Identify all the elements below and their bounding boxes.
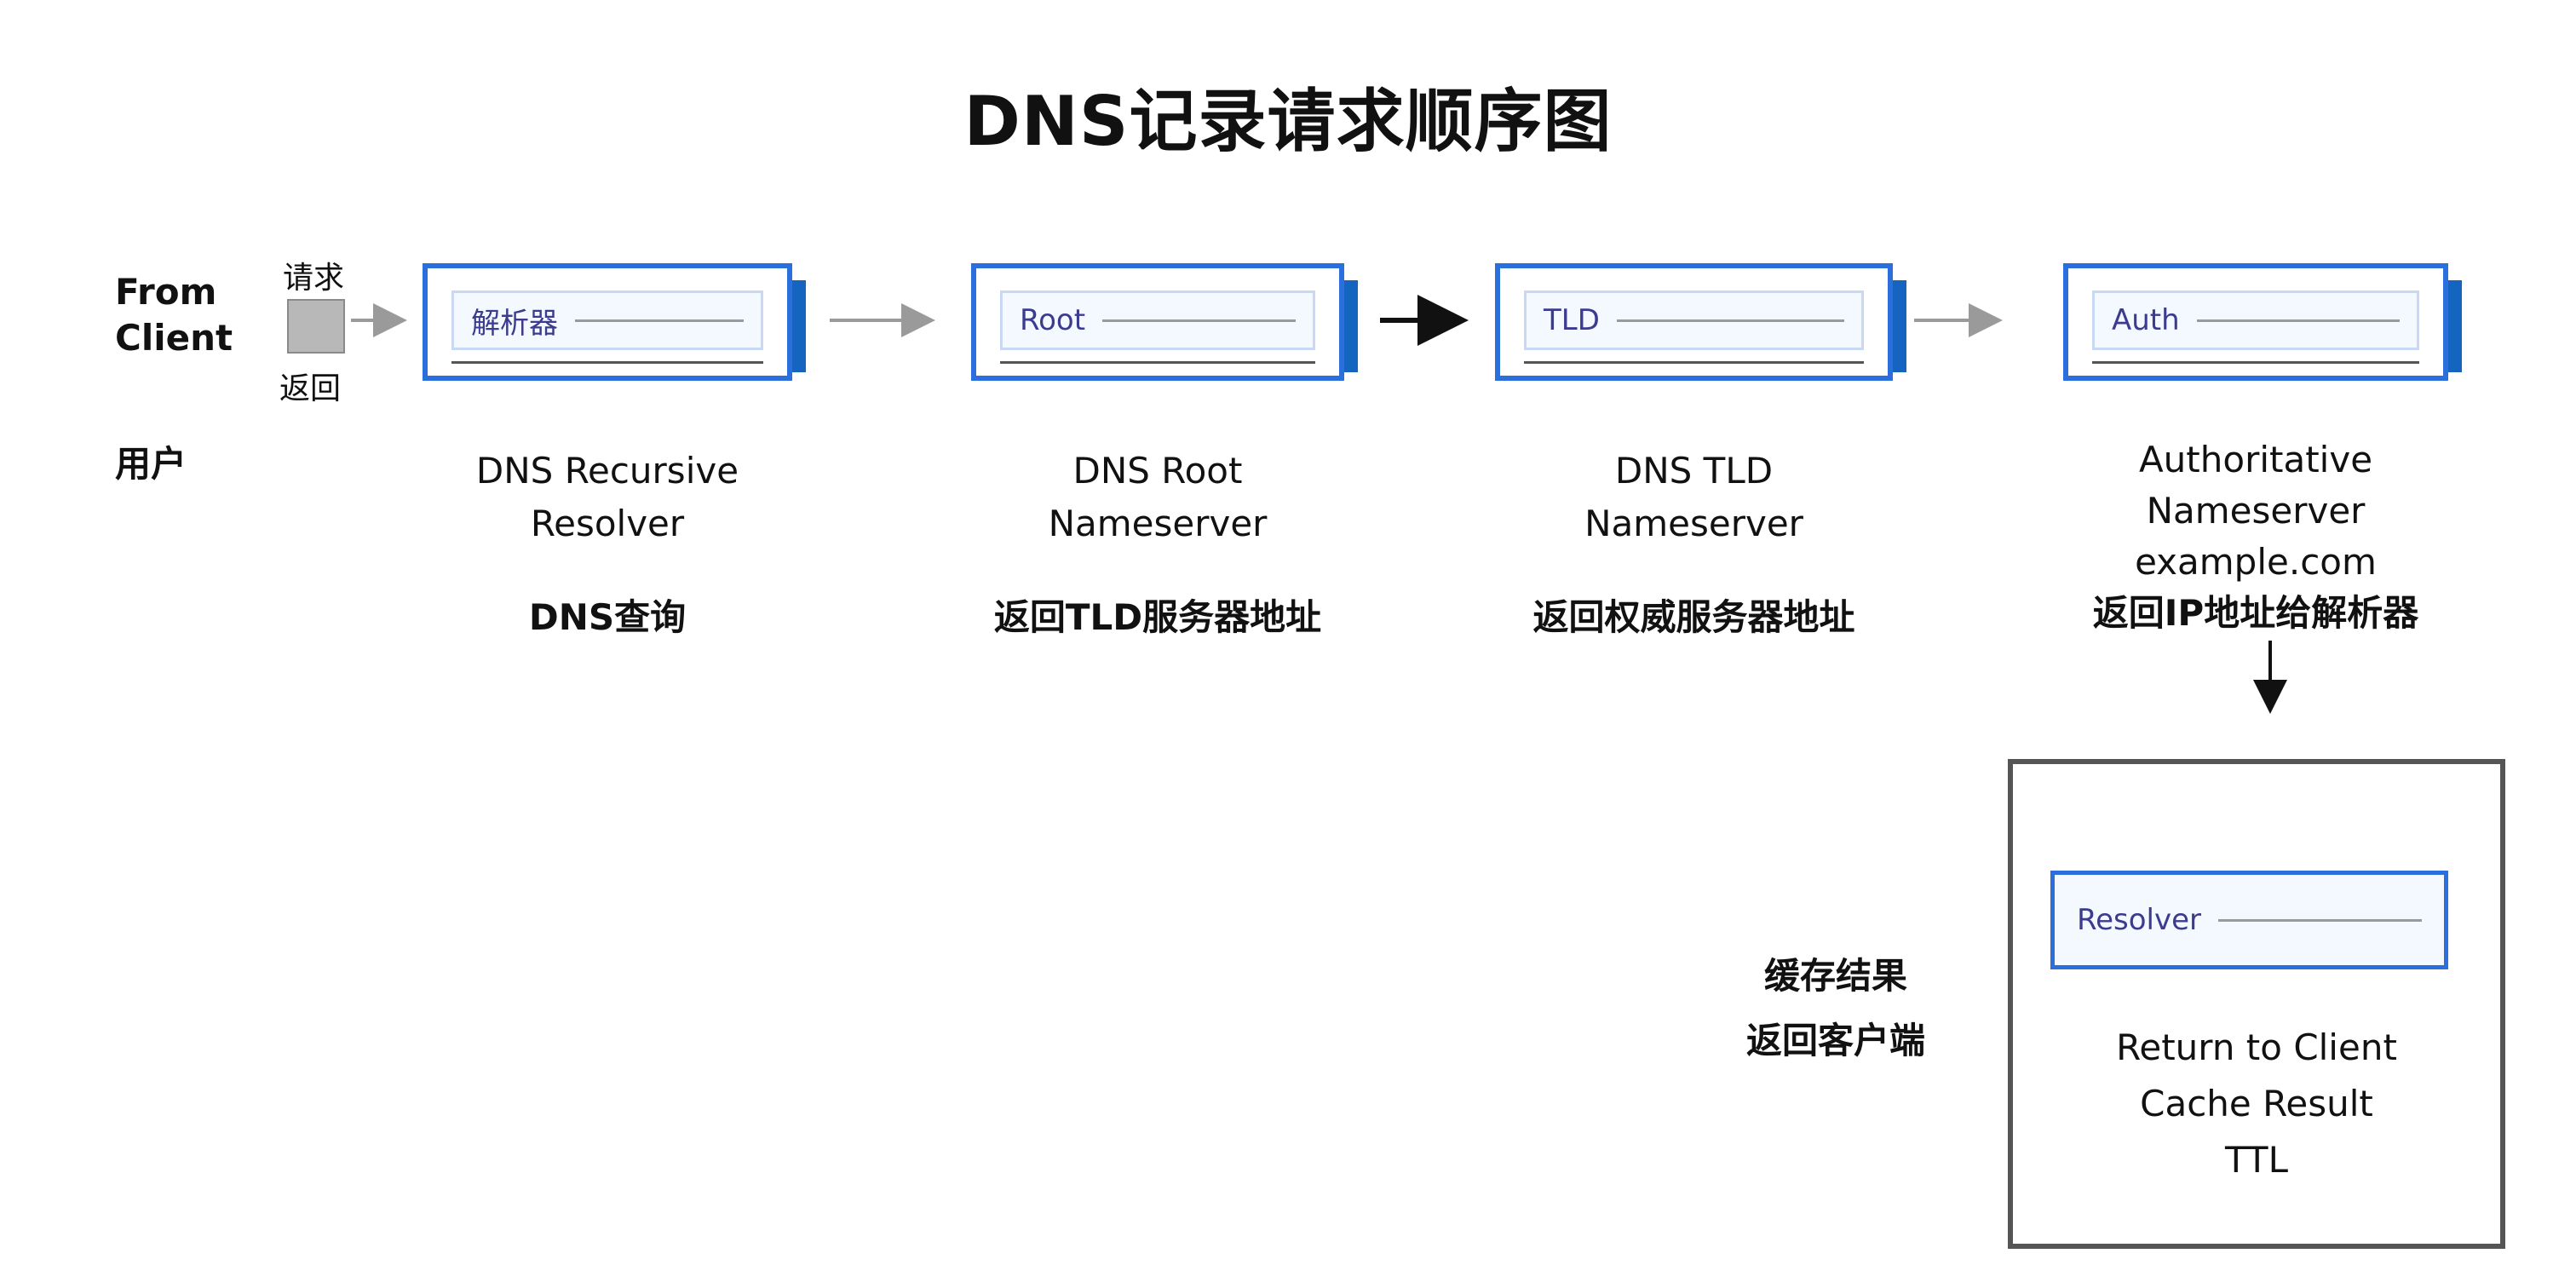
node-name-line: Resolver: [530, 503, 685, 544]
result-line: Return to Client: [2116, 1026, 2397, 1068]
node-caption: DNS Root Nameserver 返回TLD服务器地址: [971, 445, 1344, 644]
client-from-label: From: [115, 271, 217, 313]
node-divider: [451, 361, 763, 364]
result-box: Resolver Return to Client Cache Result T…: [2008, 759, 2505, 1249]
node-header: TLD: [1524, 290, 1864, 350]
node-shadow: [1893, 280, 1906, 372]
node-header: 解析器: [451, 290, 763, 350]
client-caption: 用户: [115, 443, 187, 485]
node-action: 返回权威服务器地址: [1532, 596, 1855, 638]
side-annotation: 缓存结果 返回客户端: [1699, 944, 1972, 1073]
side-line: 返回客户端: [1745, 1020, 1925, 1061]
node-recursive-resolver: 解析器: [423, 263, 806, 381]
node-name-line: Nameserver: [1048, 503, 1268, 544]
node-action: 返回IP地址给解析器: [2092, 592, 2419, 634]
result-line: TTL: [2225, 1139, 2288, 1181]
node-action: 返回TLD服务器地址: [993, 596, 1322, 638]
node-caption: Authoritative Nameserver example.com 返回I…: [2046, 434, 2465, 639]
node-name-line: example.com: [2135, 541, 2377, 583]
client-box: [287, 299, 345, 354]
node-lifeline: [1616, 319, 1844, 322]
node-header: Root: [1000, 290, 1315, 350]
result-text: Return to Client Cache Result TTL: [2013, 1020, 2500, 1188]
node-action: DNS查询: [528, 596, 687, 638]
node-name-line: Nameserver: [1584, 503, 1803, 544]
node-caption: DNS Recursive Resolver DNS查询: [423, 445, 792, 644]
node-shadow: [1344, 280, 1358, 372]
result-line: Cache Result: [2140, 1083, 2373, 1124]
result-label: Resolver: [2077, 903, 2201, 937]
side-line: 缓存结果: [1763, 955, 1907, 997]
node-name-line: DNS TLD: [1614, 450, 1774, 492]
client-return-label: 返回: [279, 371, 342, 406]
node-divider: [2092, 361, 2419, 364]
node-tld-nameserver: TLD: [1495, 263, 1906, 381]
node-divider: [1000, 361, 1315, 364]
node-shadow: [2448, 280, 2462, 372]
node-caption: DNS TLD Nameserver 返回权威服务器地址: [1495, 445, 1893, 644]
node-label: Root: [1020, 303, 1086, 337]
node-label: Auth: [2112, 303, 2180, 337]
node-shadow: [792, 280, 806, 372]
node-name-line: DNS Recursive: [475, 450, 739, 492]
node-name-line: DNS Root: [1072, 450, 1243, 492]
node-header: Auth: [2092, 290, 2419, 350]
node-name-line: Authoritative: [2138, 439, 2373, 480]
node-name-line: Nameserver: [2146, 490, 2366, 532]
result-header: Resolver: [2050, 871, 2448, 969]
node-label: 解析器: [471, 306, 558, 341]
diagram-title: DNS记录请求顺序图: [963, 82, 1613, 161]
client-name: Client: [115, 317, 233, 359]
client-request-label: 请求: [283, 261, 345, 296]
node-authoritative-nameserver: Auth: [2063, 263, 2462, 381]
node-lifeline: [1102, 319, 1296, 322]
node-root-nameserver: Root: [971, 263, 1358, 381]
node-label: TLD: [1544, 303, 1600, 337]
node-lifeline: [575, 319, 744, 322]
node-lifeline: [2196, 319, 2400, 322]
result-lifeline: [2218, 918, 2422, 922]
node-divider: [1524, 361, 1864, 364]
